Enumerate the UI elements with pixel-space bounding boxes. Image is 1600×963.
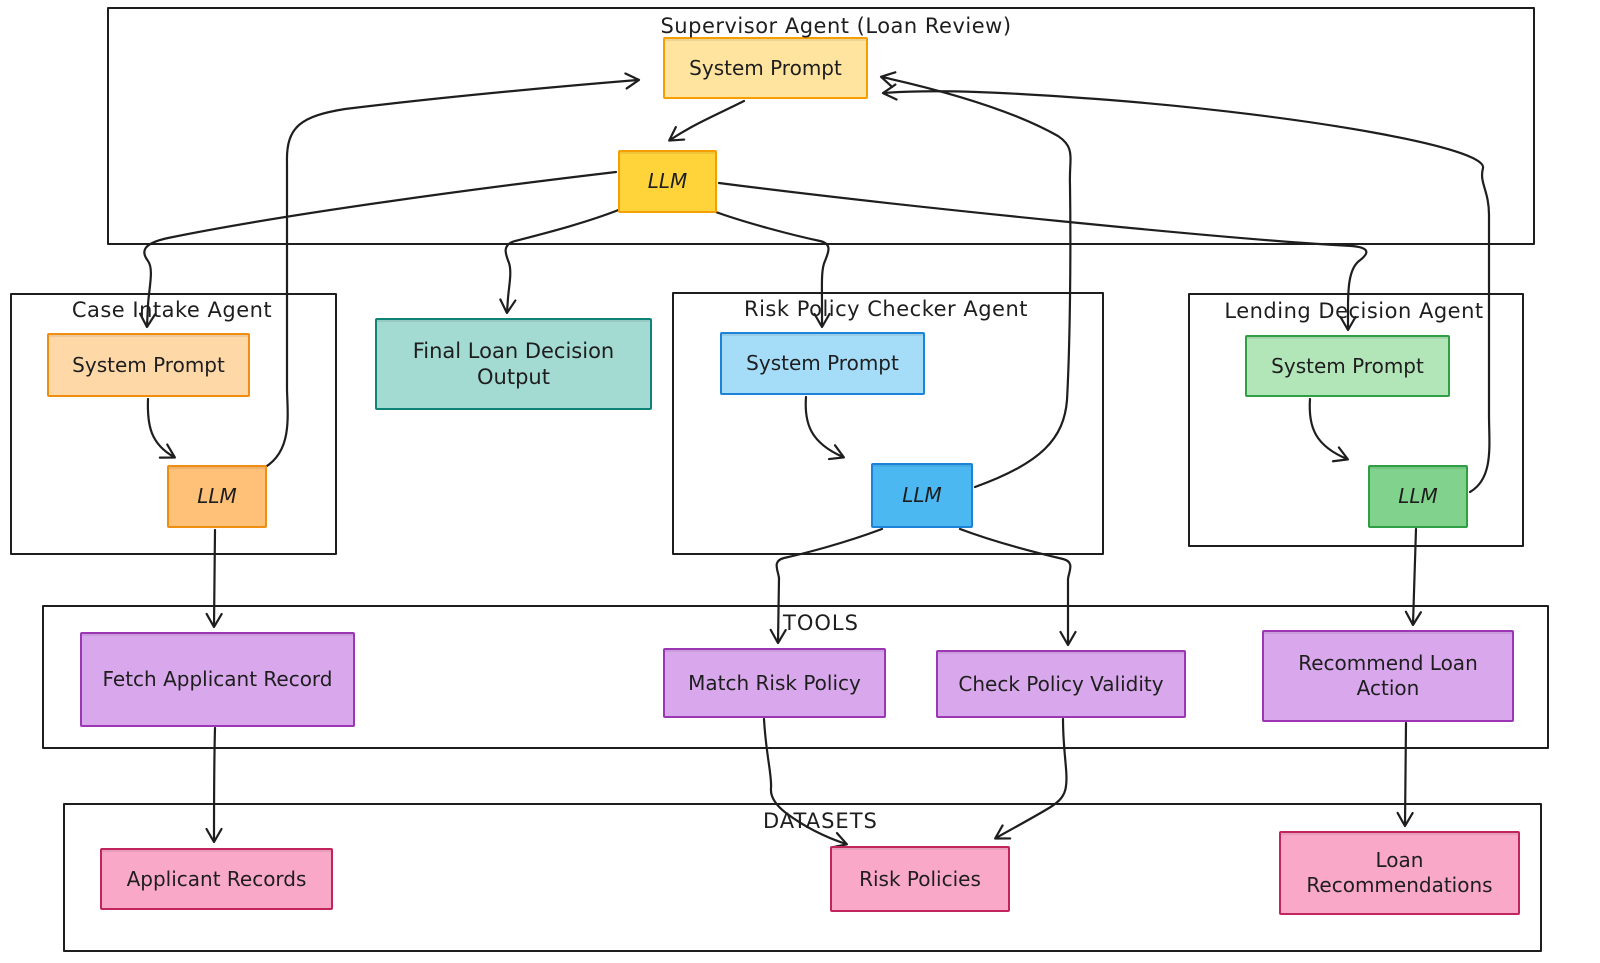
case-llm-node: LLM <box>167 465 267 528</box>
dataset-loan-recommendations-node: Loan Recommendations <box>1279 831 1520 915</box>
tool-match-risk-policy-node: Match Risk Policy <box>663 648 886 718</box>
lending-llm-node: LLM <box>1368 465 1468 528</box>
lending-decision-agent-container <box>1188 293 1524 547</box>
tool-fetch-applicant-record-node: Fetch Applicant Record <box>80 632 355 727</box>
datasets-label: DATASETS <box>763 809 878 833</box>
risk-policy-checker-agent-title: Risk Policy Checker Agent <box>743 297 1029 321</box>
final-loan-decision-output-node: Final Loan Decision Output <box>375 318 652 410</box>
lending-system-prompt-node: System Prompt <box>1245 335 1450 397</box>
case-system-prompt-node: System Prompt <box>47 333 250 397</box>
dataset-risk-policies-node: Risk Policies <box>830 846 1010 912</box>
supervisor-system-prompt-node: System Prompt <box>663 37 868 99</box>
supervisor-agent-title: Supervisor Agent (Loan Review) <box>660 14 1012 38</box>
tool-check-policy-validity-node: Check Policy Validity <box>936 650 1186 718</box>
risk-system-prompt-node: System Prompt <box>720 332 925 395</box>
case-intake-agent-title: Case Intake Agent <box>71 298 273 322</box>
tool-recommend-loan-action-node: Recommend Loan Action <box>1262 630 1514 722</box>
supervisor-llm-node: LLM <box>618 150 717 213</box>
dataset-applicant-records-node: Applicant Records <box>100 848 333 910</box>
tools-label: TOOLS <box>783 611 859 635</box>
lending-decision-agent-title: Lending Decision Agent <box>1224 299 1484 323</box>
risk-llm-node: LLM <box>871 463 973 528</box>
